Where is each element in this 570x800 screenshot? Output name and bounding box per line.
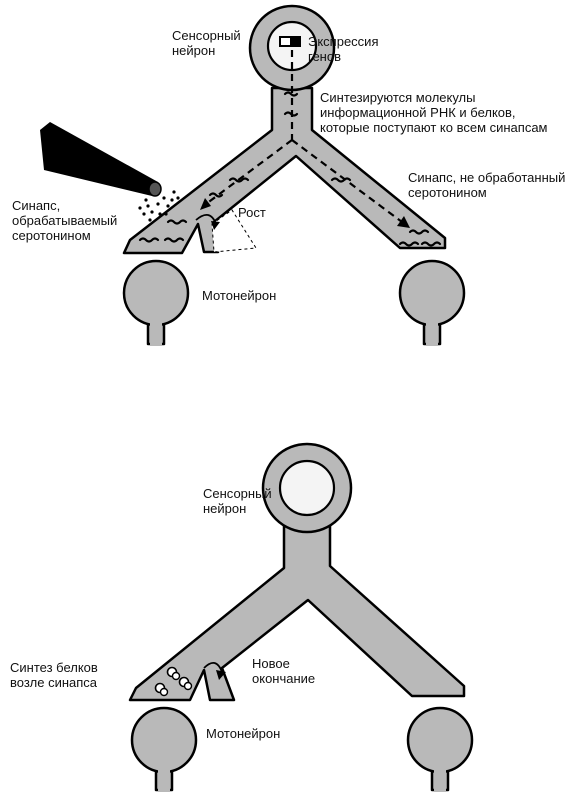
top-sensory-neuron-label: Сенсорный нейрон: [172, 28, 241, 58]
mrna-molecules: [138, 91, 442, 247]
top-motor-neuron-label: Мотонейрон: [202, 288, 277, 303]
local-synthesis-label: Синтез белков возле синапса: [10, 660, 98, 690]
top-motor-neuron-right: [398, 259, 466, 346]
synthesis-label: Синтезируются молекулы информационной РН…: [320, 90, 548, 135]
gene-expression-label: Экспрессия генов: [308, 34, 379, 64]
bottom-motor-neuron-right: [406, 706, 474, 792]
new-terminal-label: Новое окончание: [252, 656, 316, 686]
growth-outline: [195, 209, 257, 253]
bottom-motor-neuron-label: Мотонейрон: [206, 726, 281, 741]
synapse-treated-label: Синапс, обрабатываемый серотонином: [12, 198, 118, 243]
bottom-sensory-neuron: [128, 442, 466, 702]
gene-icon: [279, 36, 301, 47]
bottom-panel: [128, 442, 474, 792]
transport-arrows: [200, 50, 410, 228]
bottom-sensory-neuron-label: Сенсорный нейрон: [203, 486, 272, 516]
top-sensory-neuron: [122, 4, 447, 255]
top-panel: [40, 4, 466, 346]
synapse-untreated-label: Синапс, не обработанный серотонином: [408, 170, 566, 200]
bottom-motor-neuron-left: [130, 706, 198, 792]
pipette-icon: [40, 122, 162, 197]
serotonin-particles: [138, 190, 180, 222]
protein-molecules: [154, 666, 193, 697]
new-terminal-arrow: [203, 662, 226, 680]
top-motor-neuron-left: [122, 259, 190, 346]
growth-label: Рост: [238, 205, 266, 220]
